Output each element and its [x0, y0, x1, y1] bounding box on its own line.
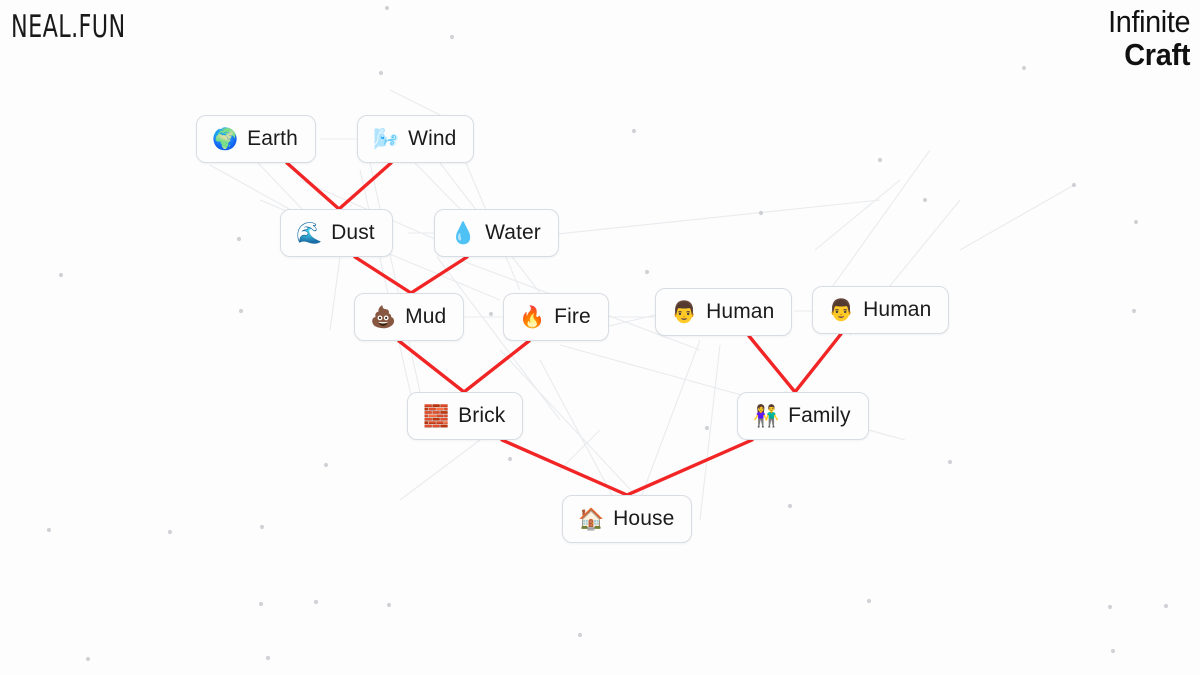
element-label: Earth — [247, 127, 298, 150]
background-dot — [877, 157, 883, 163]
wind-face-emoji: 🌬️ — [373, 126, 400, 151]
background-dot — [386, 602, 392, 608]
brick-emoji: 🧱 — [423, 403, 450, 428]
background-dot — [644, 269, 650, 275]
background-dot — [1163, 603, 1169, 609]
element-node-family[interactable]: 👫 Family — [737, 392, 869, 440]
background-dot — [85, 656, 91, 662]
element-label: Dust — [331, 221, 375, 244]
element-label: Mud — [405, 305, 447, 328]
element-label: Human — [863, 298, 932, 321]
droplet-emoji: 💧 — [450, 220, 477, 245]
wave-emoji: 🌊 — [296, 220, 323, 245]
man-emoji: 👨 — [671, 299, 698, 324]
logo-line-craft: Craft — [1124, 37, 1190, 72]
background-dot — [1107, 604, 1113, 610]
man-emoji: 👨 — [828, 297, 855, 322]
background-dot — [922, 197, 928, 203]
element-label: Fire — [554, 305, 591, 328]
logo-line-infinite: Infinite — [1108, 4, 1190, 39]
element-label: Brick — [458, 404, 506, 427]
fire-emoji: 🔥 — [519, 304, 546, 329]
background-dot — [787, 503, 793, 509]
element-node-water[interactable]: 💧 Water — [434, 209, 559, 257]
element-label: Family — [788, 404, 851, 427]
background-dot — [313, 599, 319, 605]
earth-globe-emoji: 🌍 — [212, 126, 239, 151]
background-dot — [866, 598, 872, 604]
element-node-human2[interactable]: 👨 Human — [812, 286, 950, 334]
background-dot — [265, 655, 271, 661]
background-dot — [1133, 219, 1139, 225]
family-couple-emoji: 👫 — [753, 403, 780, 428]
element-node-dust[interactable]: 🌊 Dust — [280, 209, 393, 257]
background-dot — [488, 311, 494, 317]
background-dot — [947, 459, 953, 465]
element-node-fire[interactable]: 🔥 Fire — [503, 293, 609, 341]
background-dot — [384, 5, 390, 11]
background-dot — [259, 524, 265, 530]
background-dot — [1131, 308, 1137, 314]
background-dot — [631, 128, 637, 134]
background-dot — [258, 601, 264, 607]
background-dot — [1021, 65, 1027, 71]
background-dot — [58, 272, 64, 278]
background-dot — [704, 425, 710, 431]
poop-emoji: 💩 — [370, 304, 397, 329]
background-dot — [238, 308, 244, 314]
background-dot — [758, 210, 764, 216]
background-dot — [1110, 648, 1116, 654]
element-node-brick[interactable]: 🧱 Brick — [407, 392, 524, 440]
element-label: Human — [706, 300, 775, 323]
background-dot — [1071, 182, 1077, 188]
neal-fun-logo[interactable]: NEAL.FUN — [11, 9, 126, 45]
background-dot — [236, 236, 242, 242]
element-node-human1[interactable]: 👨 Human — [655, 288, 793, 336]
background-dot — [577, 632, 583, 638]
background-dot — [378, 70, 384, 76]
element-node-earth[interactable]: 🌍 Earth — [196, 115, 316, 163]
element-node-wind[interactable]: 🌬️ Wind — [357, 115, 475, 163]
background-dot — [323, 462, 329, 468]
element-label: House — [613, 507, 675, 530]
background-dot — [46, 527, 52, 533]
infinite-craft-logo: Infinite Craft — [1102, 6, 1190, 70]
element-node-mud[interactable]: 💩 Mud — [354, 293, 465, 341]
element-label: Water — [485, 221, 541, 244]
element-label: Wind — [408, 127, 457, 150]
background-dot — [167, 529, 173, 535]
house-emoji: 🏠 — [578, 506, 605, 531]
background-dot — [507, 456, 513, 462]
background-dot — [449, 34, 455, 40]
element-node-house[interactable]: 🏠 House — [562, 495, 693, 543]
